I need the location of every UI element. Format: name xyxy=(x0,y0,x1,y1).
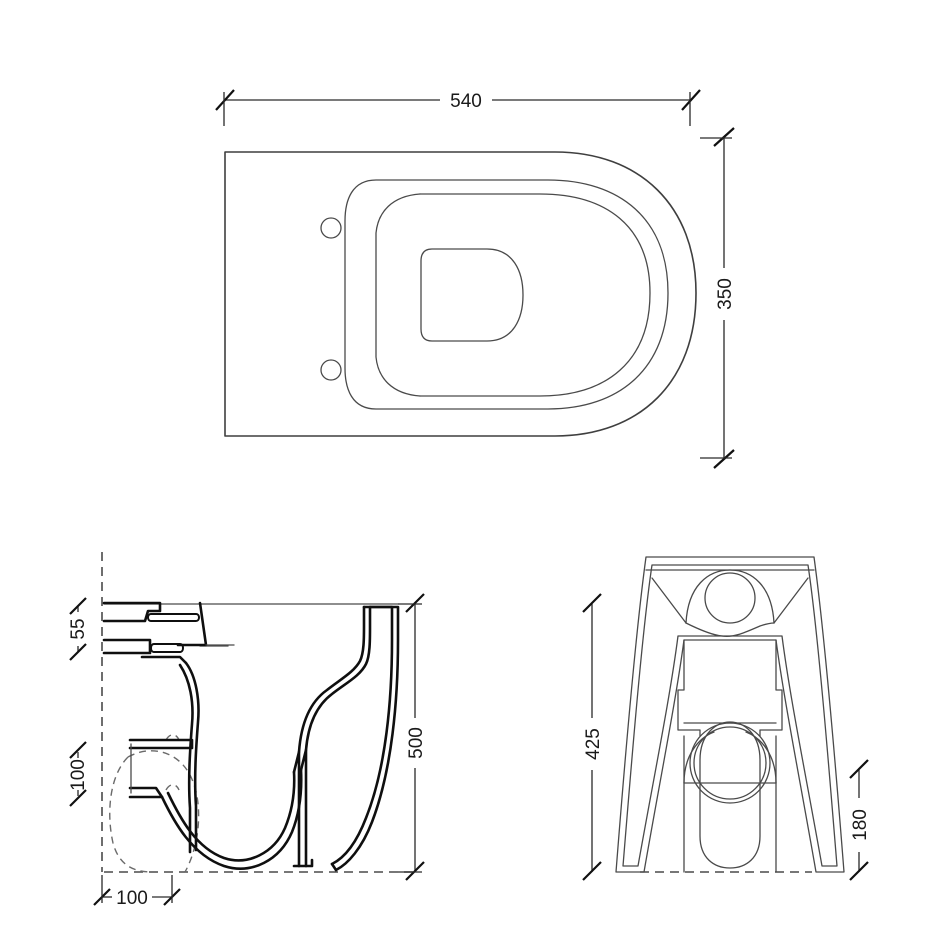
dimension-500: 500 xyxy=(398,593,427,881)
rim-inner-curve xyxy=(375,193,421,397)
shelf-arc-right xyxy=(745,731,777,784)
inlet-lip xyxy=(140,655,188,665)
seat-outline xyxy=(344,179,669,410)
dimension-425: 425 xyxy=(582,593,604,881)
rim-inner-curve-right xyxy=(419,193,651,397)
outlet-circle-inner xyxy=(693,726,767,800)
trap-outline-hidden xyxy=(109,756,153,873)
dimension-55-label: 55 xyxy=(68,618,89,639)
side-section-view: 55 100 100 500 xyxy=(68,552,427,909)
dimension-180: 180 xyxy=(849,759,871,881)
dimension-500-label: 500 xyxy=(406,727,427,759)
inner-wall-left xyxy=(677,639,701,737)
dimension-100-vertical-label: 100 xyxy=(68,759,89,791)
flush-channel-lower xyxy=(102,638,152,655)
outer-skirt-right xyxy=(334,605,400,872)
fixing-hole-upper xyxy=(320,217,342,239)
dimension-180-label: 180 xyxy=(850,809,871,841)
rim-slot xyxy=(147,613,200,622)
bowl-opening xyxy=(420,248,524,342)
dome-top xyxy=(685,569,775,624)
dome-bottom-curve xyxy=(685,622,775,638)
trap-throat-hidden xyxy=(165,734,180,741)
front-elevation-view: 425 180 xyxy=(582,556,871,881)
dimension-540-label: 540 xyxy=(450,91,482,112)
dimension-540: 540 xyxy=(215,89,701,126)
fixing-hole-lower xyxy=(320,359,342,381)
dimension-100-vertical: 100 xyxy=(68,741,89,807)
skirt-foot xyxy=(330,862,338,872)
top-plan-view: 540 350 xyxy=(215,89,736,469)
dimension-100-horizontal-label: 100 xyxy=(116,888,148,909)
upper-circle xyxy=(704,572,756,624)
dimension-350: 350 xyxy=(700,127,736,469)
bowl-right-wall-outer xyxy=(297,605,366,754)
bowl-basin-inner xyxy=(166,770,296,862)
outlet-hidden-line xyxy=(165,784,180,791)
bowl-inner-wall-left-inner xyxy=(178,663,194,854)
body-outline-inner xyxy=(622,564,838,867)
shelf-arc-left xyxy=(683,731,715,784)
outer-pan-outline xyxy=(224,151,697,437)
dimension-350-label: 350 xyxy=(715,278,736,310)
outer-skirt-right-inner xyxy=(330,605,394,866)
inlet-slot xyxy=(150,643,184,653)
centre-rib-foot xyxy=(292,858,314,868)
bowl-inner-wall-left xyxy=(184,661,200,852)
bowl-right-wall-inner xyxy=(304,605,372,752)
flush-channel-upper xyxy=(102,601,162,623)
inner-wall-right xyxy=(759,639,783,737)
shoulder-right xyxy=(773,577,809,624)
centre-rib xyxy=(299,748,308,868)
dimension-425-label: 425 xyxy=(583,728,604,760)
dimension-100-horizontal: 100 xyxy=(93,875,181,909)
shoulder-left xyxy=(651,577,687,624)
lower-shelf xyxy=(128,786,164,799)
dimension-55: 55 xyxy=(68,597,89,661)
mid-shelf xyxy=(128,738,194,750)
